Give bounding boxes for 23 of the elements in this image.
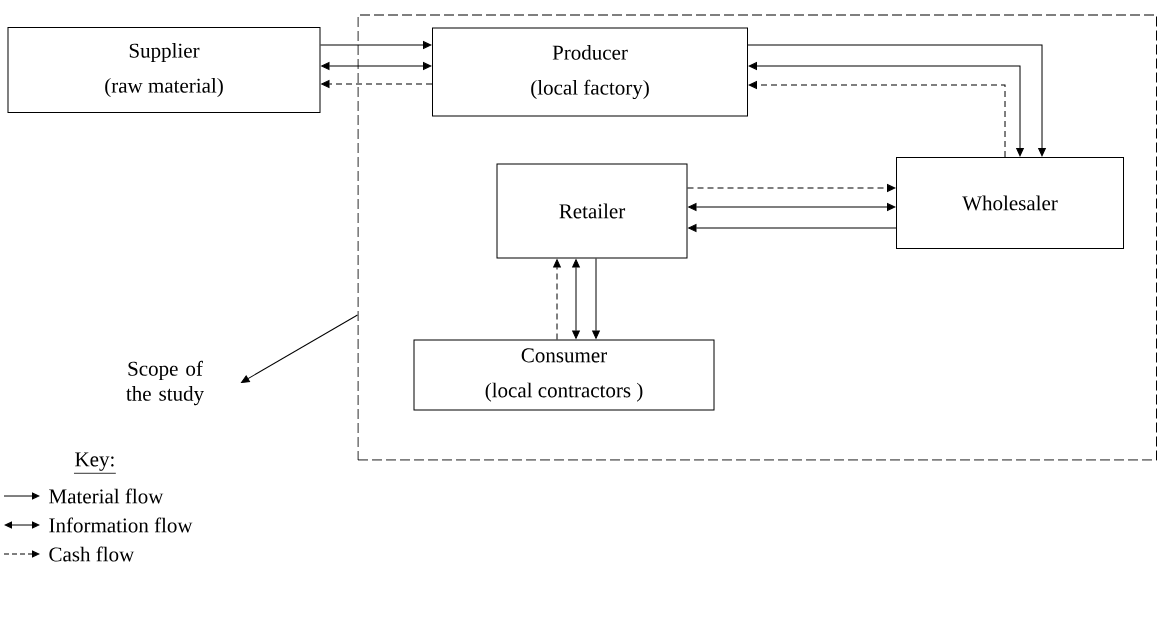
key-heading: Key: [75, 452, 114, 471]
process-box: Producer (local factory) [432, 27, 748, 117]
process-box: Supplier (raw material) [7, 27, 321, 113]
flow-arrow [320, 41, 432, 49]
process-box: Wholesaler [896, 157, 1124, 249]
flow-arrow [592, 258, 600, 339]
flow-arrow [321, 62, 432, 70]
legend-text: Material flow [49, 488, 164, 504]
flow-arrow [321, 80, 433, 88]
flow-arrow [688, 224, 897, 232]
flow-arrow [553, 259, 561, 340]
process-box: Retailer [496, 163, 688, 259]
flow-arrow [747, 44, 1046, 157]
flow-arrow [748, 62, 1024, 157]
scope-label: Scope of the study [126, 360, 204, 406]
process-box: Consumer (local contractors ) [413, 339, 715, 411]
flow-arrow [688, 203, 896, 211]
legend-text: Cash flow [49, 546, 135, 562]
flow-arrow [572, 259, 580, 339]
leader-arrow [241, 314, 358, 383]
flow-arrow [748, 81, 1006, 158]
legend-text: Information flow [49, 517, 193, 533]
flow-arrow [687, 184, 896, 192]
